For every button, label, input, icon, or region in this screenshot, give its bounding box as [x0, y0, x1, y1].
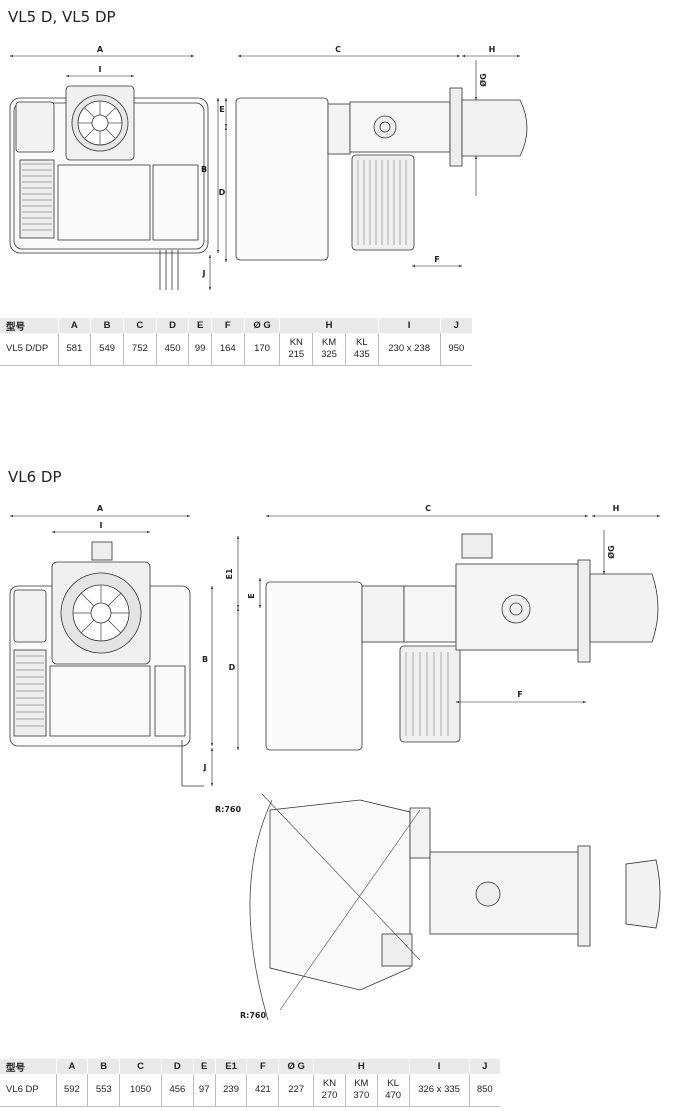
- col-header-h: H: [313, 1059, 410, 1074]
- cell-j: 950: [440, 333, 472, 366]
- cell-d: 450: [156, 333, 190, 366]
- table-row: VL6 DP 592 553 1050 456 97 239 421 227 K…: [0, 1074, 500, 1107]
- radius-label-bottom: R:760: [240, 1011, 266, 1020]
- col-header-h: H: [279, 318, 379, 333]
- cell-c: 752: [123, 333, 157, 366]
- dim-h: H: [489, 45, 496, 54]
- cell-a: 581: [58, 333, 92, 366]
- dim-e1: E1: [225, 568, 234, 579]
- cell-g: 170: [244, 333, 281, 366]
- cell-c: 1050: [119, 1074, 162, 1107]
- dim-g: ØG: [606, 545, 616, 558]
- dim-j: J: [203, 763, 207, 772]
- col-header-g: Ø G: [244, 318, 281, 333]
- col-header-e1: E1: [215, 1059, 248, 1074]
- dim-f: F: [517, 690, 522, 699]
- cell-g: 227: [278, 1074, 315, 1107]
- cell-e: 99: [188, 333, 212, 366]
- dim-i: I: [100, 521, 103, 530]
- cell-e1: 239: [215, 1074, 248, 1107]
- col-header-g: Ø G: [278, 1059, 315, 1074]
- col-header-model: 型号: [0, 1059, 57, 1074]
- dim-a: A: [97, 45, 104, 54]
- dim-c: C: [425, 504, 431, 513]
- cell-f: 164: [211, 333, 245, 366]
- col-header-f: F: [211, 318, 245, 333]
- col-header-b: B: [87, 1059, 121, 1074]
- dim-h: H: [613, 504, 620, 513]
- dim-g: ØG: [478, 73, 488, 86]
- section-title-vl6: VL6 DP: [8, 468, 62, 486]
- dim-e: E: [247, 593, 256, 598]
- col-header-f: F: [246, 1059, 280, 1074]
- col-header-c: C: [123, 318, 157, 333]
- cell-j: 850: [469, 1074, 500, 1107]
- radius-label-top: R:760: [215, 805, 241, 814]
- col-header-a: A: [58, 318, 92, 333]
- vl5-spec-table: 型号 A B C D E F Ø G H I J VL5 D/DP 581 54…: [0, 318, 472, 366]
- dim-c: C: [335, 45, 341, 54]
- dim-d: D: [229, 663, 236, 672]
- dim-i: I: [99, 65, 102, 74]
- cell-e: 97: [193, 1074, 216, 1107]
- col-header-model: 型号: [0, 318, 59, 333]
- dim-b: B: [202, 655, 208, 664]
- vl6-spec-table: 型号 A B C D E E1 F Ø G H I J VL6 DP 592 5…: [0, 1059, 500, 1107]
- col-header-e: E: [193, 1059, 216, 1074]
- col-header-d: D: [156, 318, 190, 333]
- cell-f: 421: [246, 1074, 280, 1107]
- dim-a: A: [97, 504, 104, 513]
- col-header-i: I: [409, 1059, 470, 1074]
- dim-f: F: [434, 255, 439, 264]
- cell-model: VL6 DP: [0, 1074, 57, 1107]
- col-header-b: B: [90, 318, 124, 333]
- col-header-e: E: [188, 318, 212, 333]
- section-title-vl5: VL5 D, VL5 DP: [8, 8, 116, 26]
- dim-e: E: [219, 105, 224, 114]
- col-header-i: I: [378, 318, 441, 333]
- col-header-j: J: [469, 1059, 500, 1074]
- vl5-drawing: A I C H B E D J F ØG: [9, 45, 528, 291]
- dim-b: B: [201, 165, 207, 174]
- col-header-a: A: [56, 1059, 89, 1074]
- col-header-d: D: [161, 1059, 194, 1074]
- cell-b: 549: [90, 333, 124, 366]
- col-header-j: J: [440, 318, 472, 333]
- cell-a: 592: [56, 1074, 89, 1107]
- dim-d: D: [219, 188, 226, 197]
- cell-model: VL5 D/DP: [0, 333, 59, 366]
- cell-b: 553: [87, 1074, 121, 1107]
- col-header-c: C: [119, 1059, 162, 1074]
- dim-j: J: [202, 269, 206, 278]
- cell-i: 326 x 335: [409, 1074, 470, 1107]
- vl6-drawing: A I C H B E1 E D J F ØG R:760 R:760: [9, 504, 661, 1021]
- cell-i: 230 x 238: [378, 333, 441, 366]
- cell-d: 456: [161, 1074, 194, 1107]
